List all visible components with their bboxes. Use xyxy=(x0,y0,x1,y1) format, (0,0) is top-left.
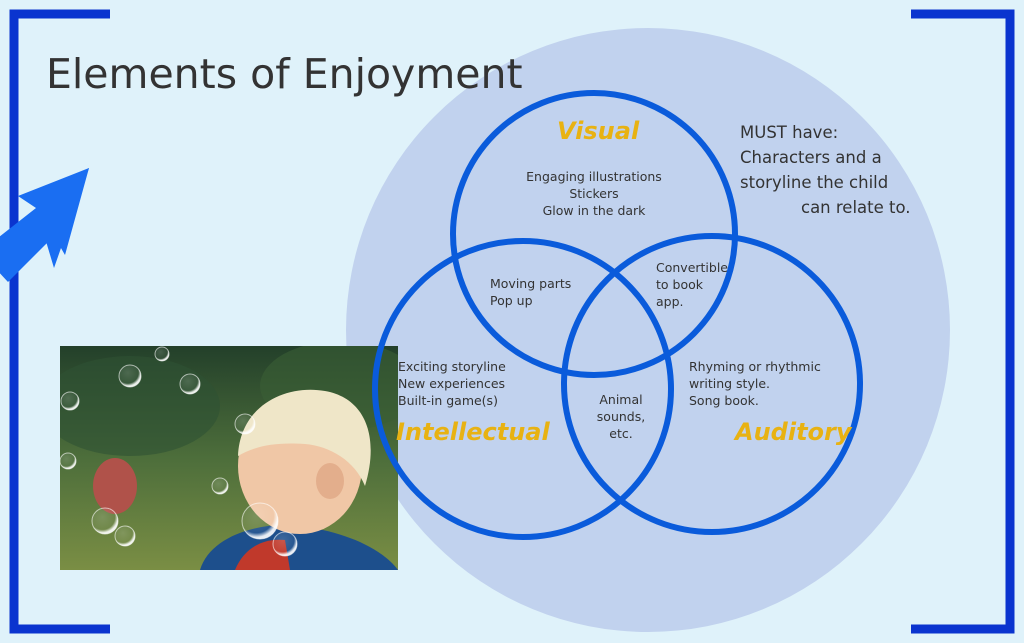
must-have-note: MUST have: Characters and a storyline th… xyxy=(740,120,911,220)
visual-auditory-items: Convertible to book app. xyxy=(656,259,728,310)
background-circle xyxy=(346,28,950,632)
overlap-item: Moving parts xyxy=(490,276,572,291)
intellectual-items: Exciting storyline New experiences Built… xyxy=(398,358,506,409)
intellectual-auditory-items: Animal sounds, etc. xyxy=(585,391,657,442)
right-bracket xyxy=(911,9,1015,634)
arrow-up-right-icon xyxy=(0,168,89,282)
overlap-item: etc. xyxy=(609,426,633,441)
page-title: Elements of Enjoyment xyxy=(46,50,523,98)
visual-intellectual-items: Moving parts Pop up xyxy=(490,275,571,309)
overlap-item: app. xyxy=(656,294,684,309)
note-line: Characters and a xyxy=(740,148,882,167)
auditory-item: Rhyming or rhythmic xyxy=(689,359,821,374)
visual-item: Stickers xyxy=(569,186,619,201)
visual-item: Engaging illustrations xyxy=(526,169,662,184)
overlap-item: Pop up xyxy=(490,293,533,308)
child-blowing-bubbles-photo xyxy=(60,346,398,570)
intellectual-item: Built-in game(s) xyxy=(398,393,498,408)
intellectual-item: New experiences xyxy=(398,376,506,391)
auditory-item: Song book. xyxy=(689,393,759,408)
overlap-item: Animal xyxy=(599,392,643,407)
overlap-item: Convertible xyxy=(656,260,728,275)
left-bracket xyxy=(9,9,110,634)
note-line: storyline the child xyxy=(740,173,889,192)
note-line: MUST have: xyxy=(740,123,839,142)
overlap-item: to book xyxy=(656,277,703,292)
auditory-items: Rhyming or rhythmic writing style. Song … xyxy=(689,358,821,409)
note-line: can relate to. xyxy=(801,198,911,217)
auditory-item: writing style. xyxy=(689,376,770,391)
visual-item: Glow in the dark xyxy=(542,203,646,218)
auditory-title: Auditory xyxy=(735,418,852,446)
visual-items: Engaging illustrations Stickers Glow in … xyxy=(524,168,664,219)
visual-title: Visual xyxy=(557,117,640,145)
intellectual-item: Exciting storyline xyxy=(398,359,506,374)
overlap-item: sounds, xyxy=(596,409,646,424)
intellectual-title: Intellectual xyxy=(396,418,550,446)
